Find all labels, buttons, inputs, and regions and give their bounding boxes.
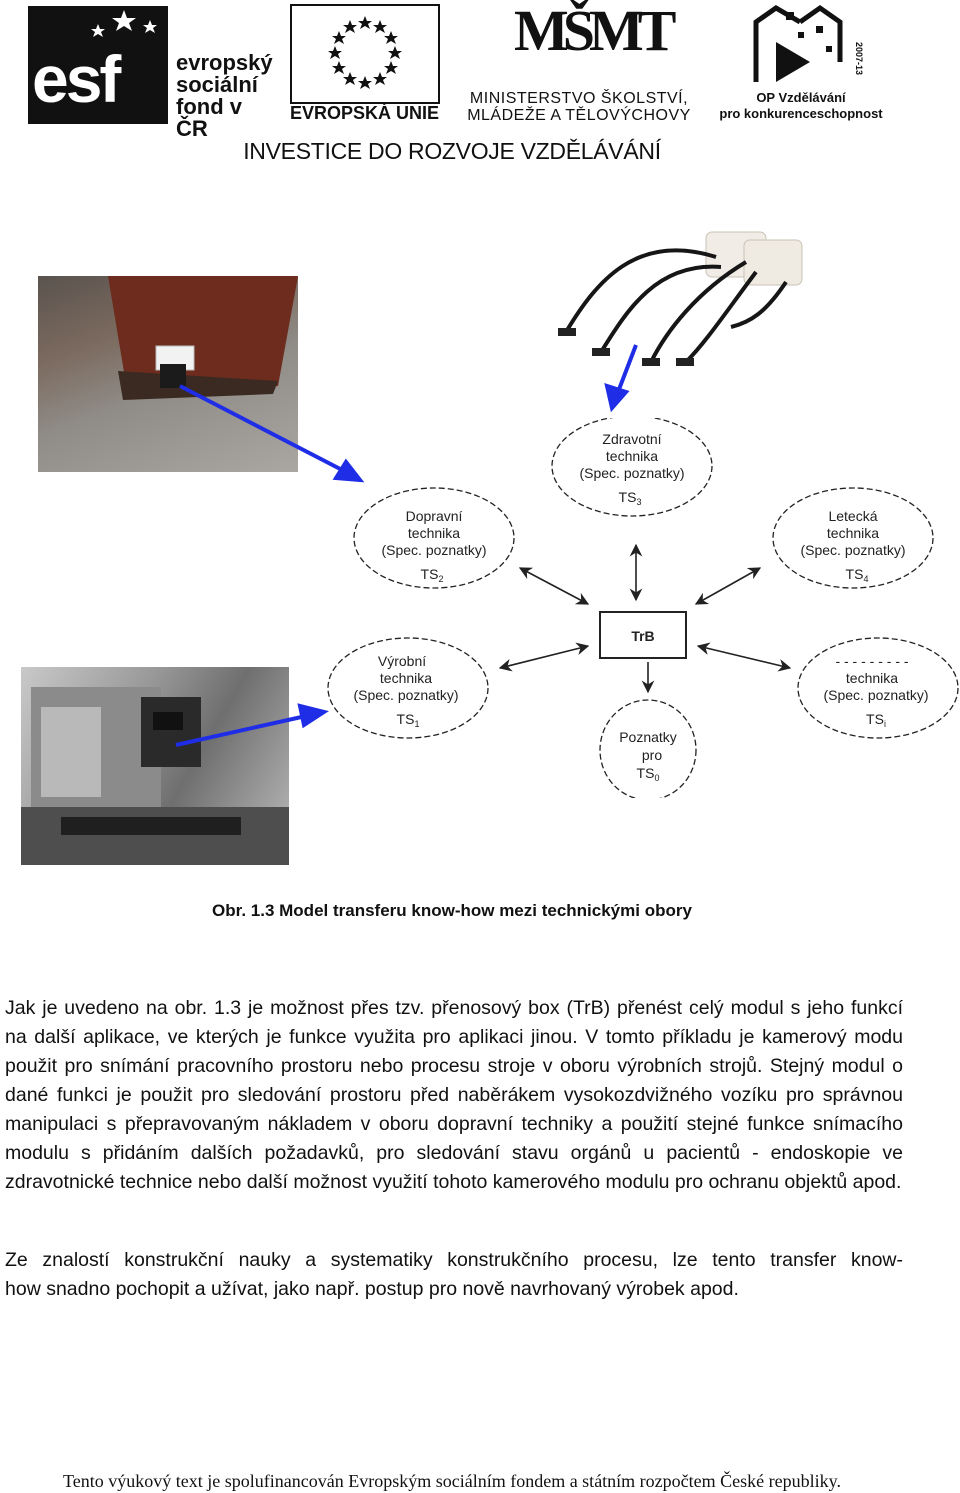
svg-text:TS2: TS2 bbox=[421, 566, 444, 584]
paragraph-2: Ze znalostí konstrukční nauky a systemat… bbox=[5, 1246, 903, 1304]
op-emblem-icon: 2007-13 bbox=[753, 4, 864, 82]
ts3-node: Zdravotní technika (Spec. poznatky) TS3 bbox=[579, 431, 684, 507]
svg-text:(Spec. poznatky): (Spec. poznatky) bbox=[353, 687, 458, 703]
endoscope-lights-photo bbox=[556, 222, 804, 412]
svg-text:(Spec. poznatky): (Spec. poznatky) bbox=[579, 465, 684, 481]
machine-camera-photo bbox=[21, 667, 289, 865]
svg-text:(Spec. poznatky): (Spec. poznatky) bbox=[800, 542, 905, 558]
ts3-ellipse bbox=[551, 418, 713, 517]
svg-text:TS1: TS1 bbox=[397, 711, 420, 729]
arrow-endo-to-ts3 bbox=[616, 344, 638, 393]
svg-text:Výrobní: Výrobní bbox=[378, 653, 426, 669]
svg-text:Letecká: Letecká bbox=[828, 508, 877, 524]
svg-text:technika: technika bbox=[606, 448, 658, 464]
svg-text:2007-13: 2007-13 bbox=[854, 42, 864, 75]
footer-note: Tento výukový text je spolufinancován Ev… bbox=[63, 1471, 841, 1491]
esf-mark: esf bbox=[28, 6, 168, 124]
arrow-head-1 bbox=[332, 458, 365, 483]
svg-text:TS4: TS4 bbox=[846, 566, 869, 584]
esf-logo: esf evropský sociální fond v ČR bbox=[28, 6, 278, 140]
figure-caption: Obr. 1.3 Model transferu know-how mezi t… bbox=[212, 901, 692, 920]
ts1-ellipse bbox=[327, 637, 489, 739]
svg-text:(Spec. poznatky): (Spec. poznatky) bbox=[823, 687, 928, 703]
svg-text:TSi: TSi bbox=[866, 711, 886, 729]
esf-text: evropský sociální fond v ČR bbox=[176, 50, 273, 141]
svg-text:technika: technika bbox=[380, 670, 432, 686]
eu-flag-icon bbox=[290, 4, 440, 104]
svg-text:Dopravní: Dopravní bbox=[406, 508, 463, 524]
ts0-node: Poznatky pro TS0 bbox=[619, 729, 677, 783]
slogan: INVESTICE DO ROZVOJE VZDĚLÁVÁNÍ bbox=[243, 138, 661, 164]
svg-text:technika: technika bbox=[846, 670, 898, 686]
eu-text: EVROPSKÁ UNIE bbox=[290, 103, 440, 123]
arrow-machine-to-ts1 bbox=[175, 714, 307, 747]
stars-icon bbox=[91, 10, 157, 37]
paragraph-2-line-2: how snadno pochopit a užívat, jako např.… bbox=[5, 1278, 739, 1300]
arrow-forklift-to-ts2 bbox=[179, 384, 347, 474]
arrow-head-3 bbox=[604, 383, 630, 413]
svg-text:Poznatky: Poznatky bbox=[619, 729, 677, 745]
ts2-node: Dopravní technika (Spec. poznatky) TS2 bbox=[381, 508, 486, 584]
paragraph-2-line-1: Ze znalostí konstrukční nauky a systemat… bbox=[5, 1249, 903, 1271]
ts4-ellipse bbox=[772, 487, 934, 589]
forklift-camera-photo bbox=[38, 276, 298, 472]
op-text: OP Vzdělávání pro konkurenceschopnost bbox=[719, 90, 883, 121]
transfer-diagram: TrB Dopravní technika (Spec. poznatky) T… bbox=[327, 418, 959, 798]
ts0-ellipse bbox=[599, 699, 697, 798]
trb-box bbox=[599, 611, 687, 659]
op-logo: 2007-13 OP Vzdělávání pro konkurencescho… bbox=[716, 2, 886, 124]
svg-text:TS0: TS0 bbox=[637, 765, 660, 783]
ts2-ellipse bbox=[353, 487, 515, 589]
tsi-node: - - - - - - - - - technika (Spec. poznat… bbox=[823, 653, 928, 729]
arrow-head-2 bbox=[297, 703, 329, 729]
svg-text:- - - - - - - - -: - - - - - - - - - bbox=[835, 653, 908, 669]
blue-arrows bbox=[175, 344, 638, 747]
svg-text:TS3: TS3 bbox=[619, 489, 642, 507]
svg-text:(Spec. poznatky): (Spec. poznatky) bbox=[381, 542, 486, 558]
svg-text:pro: pro bbox=[642, 747, 662, 763]
esf-letters: esf bbox=[32, 42, 121, 116]
svg-text:technika: technika bbox=[408, 525, 460, 541]
ts1-node: Výrobní technika (Spec. poznatky) TS1 bbox=[353, 653, 458, 729]
msmt-logo: MŠMT MINISTERSTVO ŠKOLSTVÍ, MLÁDEŽE A TĚ… bbox=[448, 2, 710, 125]
eu-logo: EVROPSKÁ UNIE bbox=[290, 4, 440, 122]
svg-text:technika: technika bbox=[827, 525, 879, 541]
msmt-text: MINISTERSTVO ŠKOLSTVÍ, MLÁDEŽE A TĚLOVÝC… bbox=[467, 90, 691, 124]
svg-text:Zdravotní: Zdravotní bbox=[602, 431, 661, 447]
ts4-node: Letecká technika (Spec. poznatky) TS4 bbox=[800, 508, 905, 584]
tsi-ellipse bbox=[797, 637, 959, 739]
trb-label: TrB bbox=[631, 628, 654, 644]
paragraph-1: Jak je uvedeno na obr. 1.3 je možnost př… bbox=[5, 997, 903, 1193]
